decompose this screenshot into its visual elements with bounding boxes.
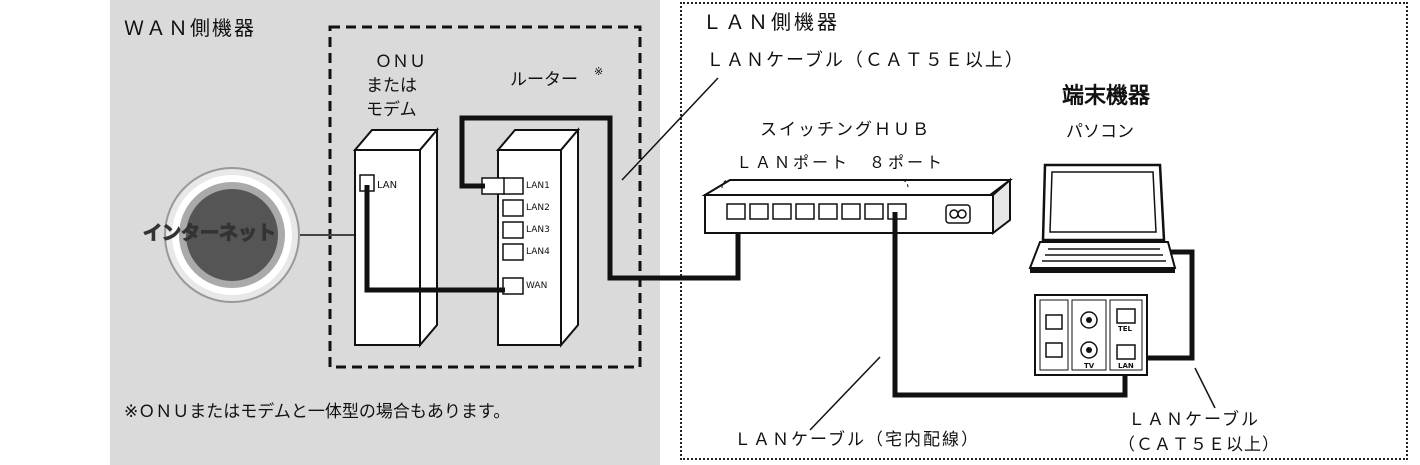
router-device bbox=[495, 127, 581, 348]
router-footnote-mark: ※ bbox=[594, 65, 604, 78]
terminal-title: 端末機器 bbox=[1062, 84, 1151, 109]
router-port-lan4: LAN4 bbox=[526, 247, 550, 257]
onu-label-line3: モデム bbox=[366, 100, 417, 120]
hub-ports-bracket bbox=[721, 179, 909, 189]
cable-router-lan1 bbox=[459, 115, 741, 281]
router-port-wan: WAN bbox=[526, 281, 548, 291]
cable-right-pointer bbox=[1194, 367, 1216, 409]
laptop-icon bbox=[1028, 163, 1177, 273]
lan-title: ＬＡＮ側機器 bbox=[702, 10, 840, 34]
cable-bottom-label: ＬＡＮケーブル（宅内配線） bbox=[734, 430, 980, 450]
hub-ports-label: ＬＡＮポート ８ポート bbox=[736, 153, 946, 172]
cable-pc-outlet bbox=[1128, 249, 1195, 361]
internet-globe-icon bbox=[164, 167, 300, 303]
lan-panel bbox=[680, 2, 1408, 460]
onu-label-line2: または bbox=[366, 76, 417, 96]
onu-port-label: LAN bbox=[377, 180, 398, 191]
cable-top-label: ＬＡＮケーブル（ＣＡＴ５Ｅ以上） bbox=[706, 50, 1025, 71]
cable-onu-router-wan bbox=[364, 185, 505, 293]
cable-right-label-line2: （ＣＡＴ５Ｅ以上） bbox=[1118, 435, 1280, 455]
router-plug bbox=[481, 177, 505, 195]
router-port-lan2: LAN2 bbox=[526, 203, 550, 213]
router-port-lan3: LAN3 bbox=[526, 225, 550, 235]
outlet-tel-label: TEL bbox=[1118, 325, 1133, 333]
wan-device-group bbox=[328, 25, 642, 369]
outlet-tv-label: TV bbox=[1084, 362, 1095, 370]
outlet-lan-label: LAN bbox=[1118, 362, 1134, 370]
router-label: ルーター bbox=[510, 70, 578, 90]
internet-label: インターネット bbox=[142, 222, 277, 244]
hub-label: スイッチングＨＵＢ bbox=[760, 120, 931, 140]
integrated-note: ※ＯＮＵまたはモデムと一体型の場合もあります。 bbox=[124, 402, 511, 422]
onu-label-line1: ＯＮＵ bbox=[375, 52, 426, 72]
cable-top-pointer bbox=[621, 77, 719, 181]
cable-bottom-pointer bbox=[809, 356, 881, 431]
pc-label: パソコン bbox=[1066, 122, 1134, 142]
wan-title: ＷＡＮ側機器 bbox=[124, 16, 256, 40]
router-port-lan1: LAN1 bbox=[526, 181, 550, 191]
wall-outlet bbox=[1034, 294, 1148, 376]
cable-right-label-line1: ＬＡＮケーブル bbox=[1128, 410, 1260, 430]
switching-hub bbox=[701, 177, 1013, 236]
